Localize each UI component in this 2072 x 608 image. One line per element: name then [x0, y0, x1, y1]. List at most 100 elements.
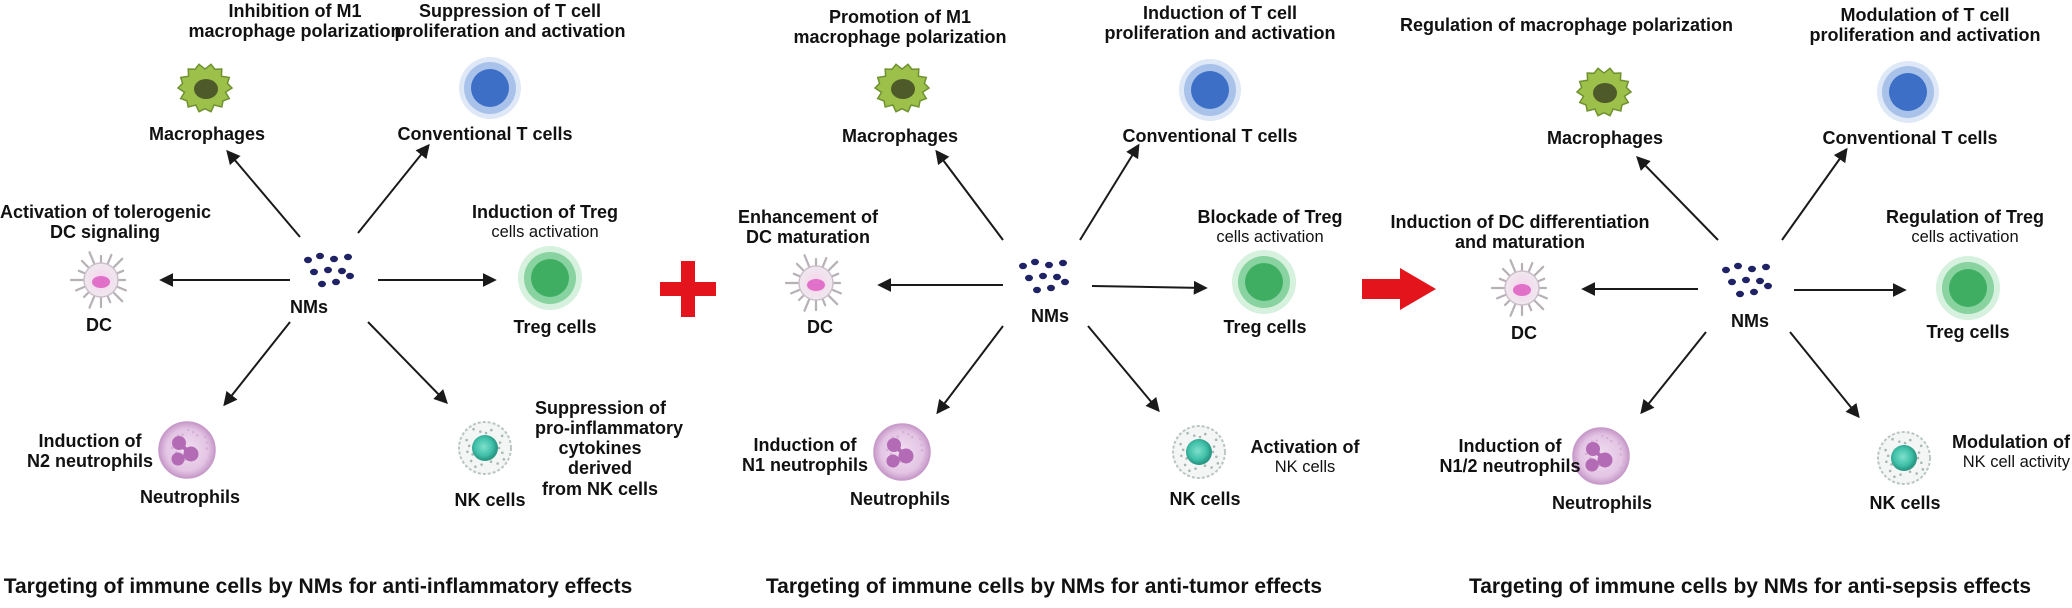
treg-cell-icon — [1936, 256, 2000, 320]
effect-arrow — [1091, 280, 1208, 295]
dc-effect-line: and maturation — [1454, 231, 1585, 252]
macrophage-icon — [873, 63, 931, 113]
neutrophil-effect-line: Induction of — [38, 431, 142, 451]
dc-effect: Activation of tolerogenic DC signaling — [0, 202, 212, 243]
macrophage-effect: Promotion of M1 macrophage polarization — [785, 7, 1015, 48]
nanomaterials-icon — [1722, 262, 1772, 298]
tcell-effect: Induction of T cell proliferation and ac… — [1085, 3, 1355, 44]
t-cell-icon — [459, 57, 521, 119]
neutrophil-label: Neutrophils — [139, 487, 240, 507]
neutrophil-effect: Induction of N2 neutrophils — [15, 431, 165, 472]
dc-label: DC — [1511, 323, 1537, 343]
neutrophil-icon — [873, 423, 931, 481]
neutrophil-label: Neutrophils — [1551, 493, 1652, 513]
dc-effect-line: Induction of DC differentiation — [1390, 212, 1650, 232]
macrophage-effect-line: macrophage polarization — [793, 26, 1007, 47]
tcell-label: Conventional T cells — [397, 124, 573, 144]
neutrophil-effect: Induction of N1/2 neutrophils — [1430, 436, 1590, 477]
nk-effect-normal: NK cell activity — [1962, 452, 2070, 471]
tcell-effect-line: proliferation and activation — [1809, 24, 2041, 45]
effect-arrow — [1789, 331, 1860, 419]
neutrophil-icon — [1572, 427, 1630, 485]
effect-arrow — [1079, 143, 1140, 241]
nk-effect-line: Suppression of — [535, 398, 667, 418]
nk-effect-line: cytokines — [558, 438, 642, 459]
nk-effect-line: from NK cells — [541, 478, 659, 499]
treg-effect: Induction of Treg cells activation — [455, 202, 635, 241]
dc-effect: Induction of DC differentiation and matu… — [1385, 212, 1655, 253]
t-cell-icon — [1877, 61, 1939, 123]
treg-cell-icon — [1232, 250, 1296, 314]
treg-effect: Regulation of Treg cells activation — [1875, 207, 2055, 246]
macrophage-effect-line: Regulation of macrophage polarization — [1400, 15, 1734, 35]
tcell-effect-line: proliferation and activation — [1104, 22, 1336, 43]
treg-effect-bold: Regulation of Treg — [1885, 207, 2044, 227]
caption-anti-sepsis: Targeting of immune cells by NMs for ant… — [1468, 575, 2032, 598]
nk-effect-normal: NK cells — [1274, 457, 1336, 476]
neutrophil-effect-line: N2 neutrophils — [26, 450, 153, 471]
tcell-label: Conventional T cells — [1122, 126, 1298, 146]
effect-arrow — [935, 149, 1004, 241]
nms-label: NMs — [1030, 306, 1069, 326]
tcell-label: Conventional T cells — [1822, 128, 1998, 148]
nk-effect-line: pro-inflammatory — [535, 418, 684, 439]
treg-label: Treg cells — [1926, 322, 2010, 342]
nk-cell-icon — [1172, 425, 1226, 479]
treg-cell-icon — [518, 246, 582, 310]
dendritic-cell-icon — [69, 251, 128, 309]
macrophage-label: Macrophages — [148, 124, 266, 144]
caption-anti-tumor: Targeting of immune cells by NMs for ant… — [765, 575, 1323, 598]
nanomaterials-icon — [304, 252, 354, 288]
macrophage-effect-line: macrophage polarization — [188, 20, 402, 41]
nk-effect: Modulation of NK cell activity — [1935, 432, 2070, 471]
treg-effect-normal: cells activation — [1216, 227, 1324, 246]
macrophage-effect: Regulation of macrophage polarization — [1400, 15, 1734, 36]
neutrophil-label: Neutrophils — [849, 489, 950, 509]
dendritic-cell-icon — [1490, 259, 1549, 317]
nk-label: NK cells — [1169, 489, 1241, 509]
macrophage-label: Macrophages — [1546, 128, 1664, 148]
neutrophil-icon — [158, 421, 216, 479]
nk-label: NK cells — [454, 490, 526, 510]
tcell-effect: Modulation of T cell proliferation and a… — [1790, 5, 2060, 46]
dc-effect-line: Enhancement of — [737, 207, 879, 227]
dc-effect-line: DC signaling — [49, 221, 160, 242]
neutrophil-effect: Induction of N1 neutrophils — [730, 435, 880, 476]
dc-label: DC — [86, 315, 112, 335]
neutrophil-effect-line: Induction of — [753, 435, 857, 455]
dc-effect-line: DC maturation — [745, 226, 870, 247]
neutrophil-effect-line: Induction of — [1458, 436, 1562, 456]
treg-effect-normal: cells activation — [1911, 227, 2019, 246]
nms-label: NMs — [1730, 311, 1769, 331]
effect-arrow — [223, 321, 291, 407]
effect-arrow — [226, 149, 301, 238]
treg-effect: Blockade of Treg cells activation — [1180, 207, 1360, 246]
tcell-effect-line: proliferation and activation — [394, 20, 626, 41]
caption-anti-inflammatory: Targeting of immune cells by NMs for ant… — [3, 575, 633, 598]
neutrophil-effect-line: N1 neutrophils — [741, 454, 868, 475]
treg-effect-bold: Blockade of Treg — [1197, 207, 1343, 227]
tcell-effect-line: Modulation of T cell — [1840, 5, 2010, 25]
effect-arrow — [1087, 325, 1160, 413]
nk-label: NK cells — [1869, 493, 1941, 513]
nk-cell-icon — [1877, 431, 1931, 485]
nk-effect-line: derived — [567, 458, 633, 479]
macrophage-icon — [176, 63, 234, 113]
nk-effect-bold: Activation of — [1250, 437, 1360, 457]
effect-arrow — [1640, 331, 1707, 415]
dc-effect-line: Activation of tolerogenic — [0, 202, 212, 222]
right-arrow-icon — [1362, 268, 1436, 310]
effect-arrow — [936, 325, 1004, 415]
effect-arrow — [1781, 147, 1848, 241]
nanomaterials-icon — [1019, 258, 1069, 294]
effect-arrow — [1636, 155, 1719, 241]
nk-effect-bold: Modulation of — [1952, 432, 2070, 452]
t-cell-icon — [1179, 59, 1241, 121]
tcell-effect: Suppression of T cell proliferation and … — [375, 1, 645, 42]
treg-effect-bold: Induction of Treg — [472, 202, 618, 222]
nk-effect: Activation of NK cells — [1240, 437, 1370, 476]
effect-arrow — [367, 321, 448, 405]
macrophage-icon — [1575, 67, 1633, 117]
